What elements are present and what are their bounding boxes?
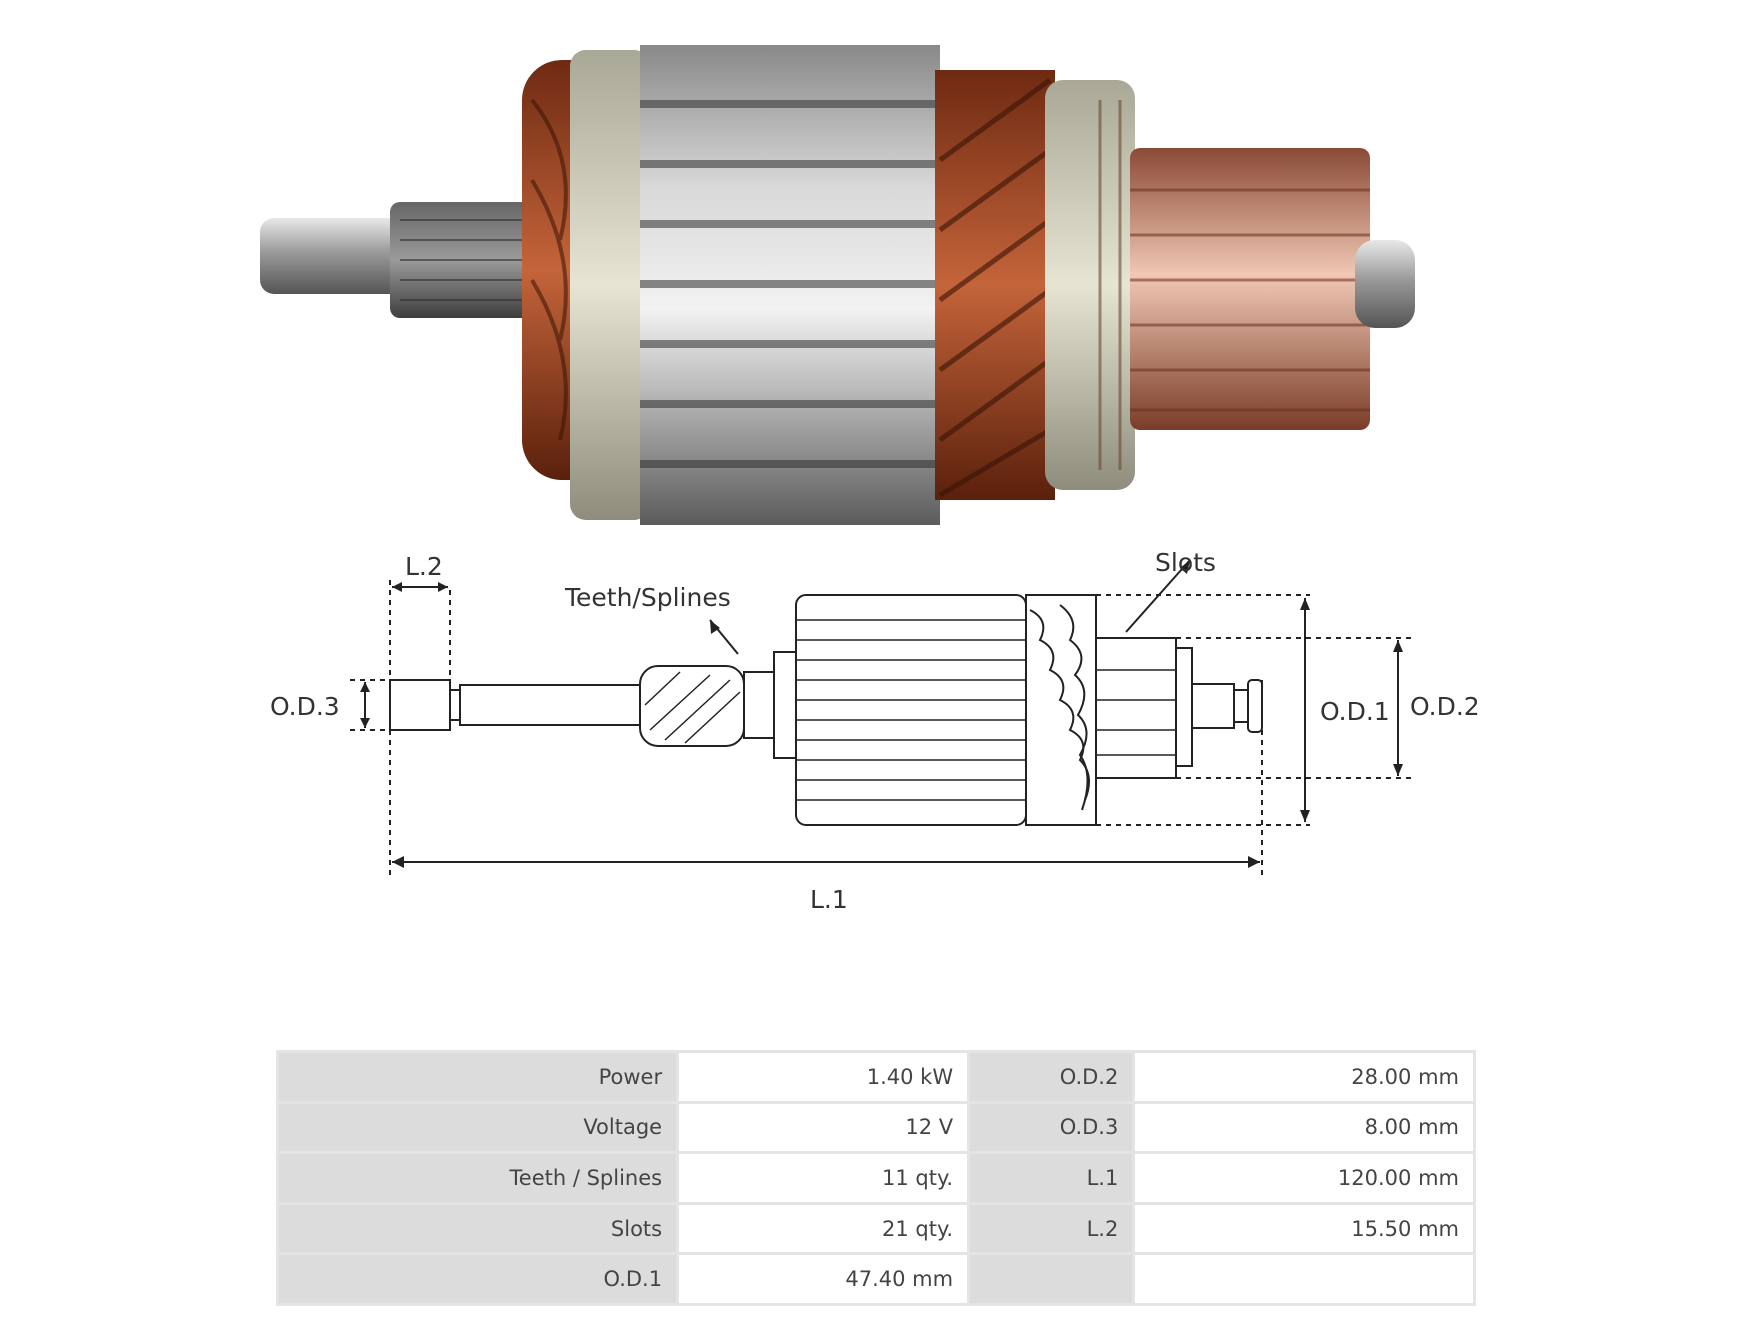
spec-value bbox=[1135, 1255, 1473, 1303]
insulation-ring-left bbox=[570, 50, 650, 520]
spec-value: 15.50 mm bbox=[1135, 1204, 1473, 1253]
spec-key: Teeth / Splines bbox=[279, 1154, 677, 1202]
spec-value: 8.00 mm bbox=[1135, 1103, 1473, 1152]
shaft-end bbox=[260, 218, 410, 294]
drawing-core bbox=[795, 594, 1027, 826]
armature-photo bbox=[260, 45, 1415, 525]
label-l2: L.2 bbox=[405, 552, 443, 581]
spec-value: 11 qty. bbox=[679, 1154, 968, 1202]
commutator-riser bbox=[1045, 80, 1135, 490]
spec-value: 12 V bbox=[679, 1103, 968, 1152]
label-slots: Slots bbox=[1155, 548, 1216, 577]
spec-key: L.1 bbox=[970, 1154, 1133, 1202]
spec-key: O.D.3 bbox=[970, 1103, 1133, 1152]
drawing-shaft-end bbox=[389, 679, 451, 731]
drawing-commutator bbox=[1095, 637, 1177, 779]
spec-key bbox=[970, 1255, 1133, 1303]
spec-key: Voltage bbox=[279, 1103, 677, 1152]
label-teeth-splines: Teeth/Splines bbox=[564, 583, 731, 612]
label-od3: O.D.3 bbox=[270, 692, 340, 721]
spec-value: 28.00 mm bbox=[1135, 1053, 1473, 1101]
spec-value: 120.00 mm bbox=[1135, 1154, 1473, 1202]
drawing-shaft bbox=[459, 684, 641, 726]
technical-drawing: Teeth/Splines Slots L.2 O.D.3 O.D.1 O.D.… bbox=[270, 548, 1480, 914]
shaft-end-right bbox=[1355, 240, 1415, 328]
spec-key: L.2 bbox=[970, 1204, 1133, 1253]
spec-key: Slots bbox=[279, 1204, 677, 1253]
spec-value: 21 qty. bbox=[679, 1204, 968, 1253]
spec-value: 47.40 mm bbox=[679, 1255, 968, 1303]
drawing-pinion bbox=[639, 665, 745, 747]
spec-value: 1.40 kW bbox=[679, 1053, 968, 1101]
commutator bbox=[1130, 148, 1370, 430]
label-od1: O.D.1 bbox=[1320, 697, 1390, 726]
spec-key: Power bbox=[279, 1053, 677, 1101]
spec-key: O.D.2 bbox=[970, 1053, 1133, 1101]
label-l1: L.1 bbox=[810, 885, 848, 914]
spec-key: O.D.1 bbox=[279, 1255, 677, 1303]
drawing-windings bbox=[1025, 594, 1097, 826]
label-od2: O.D.2 bbox=[1410, 692, 1480, 721]
